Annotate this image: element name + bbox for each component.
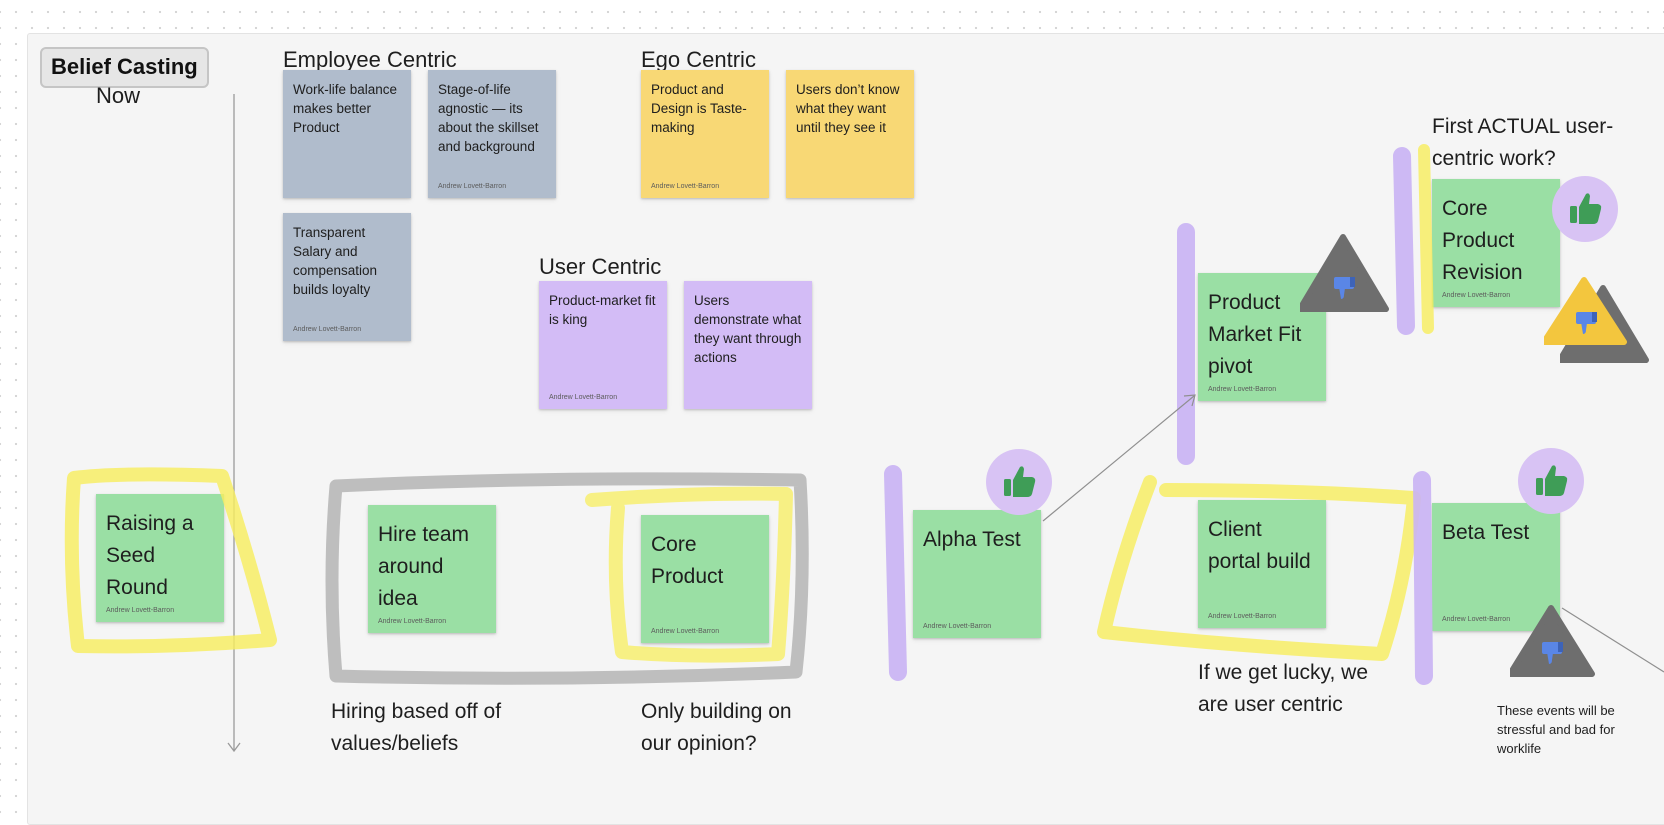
- marker-strokes: [64, 144, 1664, 685]
- sticky-text: Product Market Fit pivot: [1208, 291, 1302, 378]
- thumbs-down-reaction-beta[interactable]: [1510, 604, 1596, 678]
- sticky-note-seed-round[interactable]: Raising a Seed Round Andrew Lovett-Barro…: [96, 494, 224, 622]
- highlight-revision-purple-bar: [1393, 147, 1415, 335]
- sticky-author: Andrew Lovett-Barron: [1442, 292, 1511, 299]
- thumbs-down-reaction-revision[interactable]: [1544, 276, 1628, 346]
- sticky-note-client-portal[interactable]: Client portal build Andrew Lovett-Barron: [1198, 500, 1326, 628]
- thumbs-down-icon: [1334, 277, 1355, 299]
- sticky-note-core-revision[interactable]: Core Product Revision Andrew Lovett-Barr…: [1432, 179, 1560, 307]
- section-title[interactable]: Belief Casting: [40, 47, 209, 88]
- sticky-note-core-product[interactable]: Core Product Andrew Lovett-Barron: [641, 515, 769, 643]
- user-centric-label[interactable]: User Centric: [539, 254, 662, 279]
- sticky-note-alpha-test[interactable]: Alpha Test Andrew Lovett-Barron: [913, 510, 1041, 638]
- employee-centric-label[interactable]: Employee Centric: [283, 47, 457, 72]
- ego-centric-label[interactable]: Ego Centric: [641, 47, 756, 72]
- sticky-text: Core Product: [651, 533, 724, 588]
- sticky-author: Andrew Lovett-Barron: [923, 623, 992, 630]
- marker-hiring-group: [325, 472, 809, 685]
- connector-arrowhead: [1183, 394, 1196, 407]
- sticky-author: Andrew Lovett-Barron: [378, 618, 447, 625]
- sticky-text: Core Product Revision: [1442, 197, 1523, 284]
- thumbs-down-icon: [1576, 312, 1597, 334]
- thumbs-down-reaction-pmf[interactable]: [1300, 233, 1390, 313]
- sticky-note-users-dont-know[interactable]: Users don’t know what they want until th…: [786, 70, 914, 198]
- sticky-note-beta-test[interactable]: Beta Test Andrew Lovett-Barron: [1432, 503, 1560, 631]
- connector-beta-out: [1561, 607, 1664, 673]
- sticky-text: Transparent Salary and compensation buil…: [293, 225, 378, 297]
- annotation-hiring[interactable]: Hiring based off of values/beliefs: [331, 700, 502, 755]
- sticky-note-pmf-king[interactable]: Product-market fit is king Andrew Lovett…: [539, 281, 667, 409]
- sticky-note-stage-of-life[interactable]: Stage-of-life agnostic — its about the s…: [428, 70, 556, 198]
- sticky-text: Product-market fit is king: [549, 293, 656, 327]
- thumbs-up-reaction-beta[interactable]: [1518, 448, 1584, 514]
- sticky-author: Andrew Lovett-Barron: [438, 183, 507, 190]
- sticky-text: Product and Design is Taste-making: [651, 82, 747, 135]
- sticky-text: Alpha Test: [923, 528, 1021, 551]
- annotation-opinion[interactable]: Only building on our opinion?: [641, 700, 792, 755]
- sticky-text: Work-life balance makes better Product: [293, 82, 398, 135]
- annotation-stressful[interactable]: These events will be stressful and bad f…: [1497, 703, 1615, 756]
- highlight-revision-yellow-bar: [1418, 144, 1434, 334]
- sticky-author: Andrew Lovett-Barron: [293, 326, 362, 333]
- annotation-lucky[interactable]: If we get lucky, we are user centric: [1198, 661, 1369, 716]
- thumbs-up-reaction-alpha[interactable]: [986, 449, 1052, 515]
- sticky-author: Andrew Lovett-Barron: [651, 183, 720, 190]
- highlight-seed-round: [64, 467, 277, 654]
- annotation-first-actual[interactable]: First ACTUAL user-centric work?: [1432, 115, 1614, 170]
- sticky-author: Andrew Lovett-Barron: [1208, 613, 1277, 620]
- highlight-beta-bar: [1413, 471, 1433, 685]
- now-label[interactable]: Now: [96, 83, 141, 108]
- sticky-note-hire-team[interactable]: Hire team around idea Andrew Lovett-Barr…: [368, 505, 496, 633]
- thumbs-down-icon: [1542, 642, 1563, 664]
- sticky-author: Andrew Lovett-Barron: [549, 394, 618, 401]
- thumbs-up-icon: [1570, 193, 1602, 224]
- sticky-text: Users demonstrate what they want through…: [694, 293, 802, 365]
- sticky-note-worklife[interactable]: Work-life balance makes better Product: [283, 70, 411, 198]
- sticky-text: Hire team around idea: [378, 523, 470, 610]
- highlight-client-portal: [1097, 475, 1421, 661]
- sticky-author: Andrew Lovett-Barron: [1442, 616, 1511, 623]
- sticky-text: Client portal build: [1208, 518, 1311, 573]
- highlight-core-product: [585, 486, 793, 663]
- highlight-alpha-bar: [884, 465, 907, 681]
- sticky-text: Raising a Seed Round: [106, 512, 194, 599]
- sticky-text: Users don’t know what they want until th…: [796, 82, 900, 135]
- sticky-note-taste[interactable]: Product and Design is Taste-making Andre…: [641, 70, 769, 198]
- sticky-author: Andrew Lovett-Barron: [651, 628, 720, 635]
- thumbs-up-icon: [1536, 465, 1568, 496]
- sticky-note-salary[interactable]: Transparent Salary and compensation buil…: [283, 213, 411, 341]
- connector-alpha-to-pmf: [1042, 395, 1195, 522]
- sticky-author: Andrew Lovett-Barron: [106, 607, 175, 614]
- sticky-text: Beta Test: [1442, 521, 1530, 544]
- thumbs-up-icon: [1004, 466, 1036, 497]
- sticky-note-users-demonstrate[interactable]: Users demonstrate what they want through…: [684, 281, 812, 409]
- sticky-author: Andrew Lovett-Barron: [1208, 386, 1277, 393]
- sticky-text: Stage-of-life agnostic — its about the s…: [438, 82, 539, 154]
- sticky-note-pmf-pivot[interactable]: Product Market Fit pivot Andrew Lovett-B…: [1198, 273, 1326, 401]
- thumbs-up-reaction-revision[interactable]: [1552, 176, 1618, 242]
